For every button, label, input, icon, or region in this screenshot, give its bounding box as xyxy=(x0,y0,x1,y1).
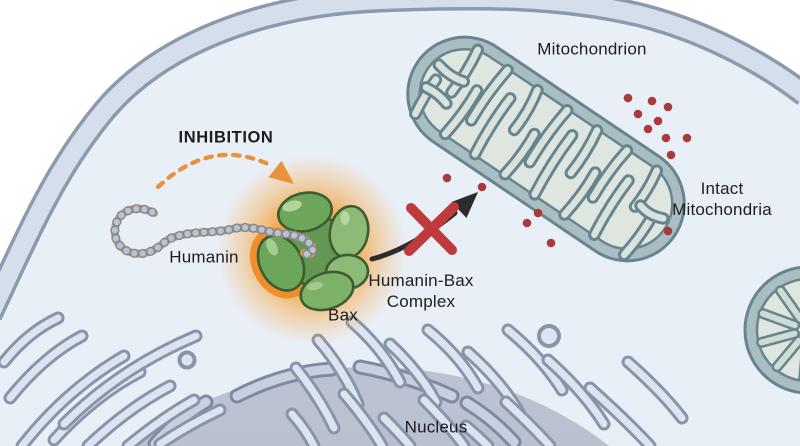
peptide-bead xyxy=(224,225,234,235)
inhibition-arrow-icon xyxy=(155,152,294,190)
peptide-bead xyxy=(123,206,133,216)
peptide-bead xyxy=(129,248,139,258)
peptide-bead xyxy=(147,207,157,217)
peptide-bead xyxy=(256,225,267,235)
peptide-bead xyxy=(248,223,258,233)
molecule-dot xyxy=(546,238,556,248)
peptide-bead xyxy=(159,237,170,248)
peptide-bead xyxy=(182,229,193,239)
peptide-bead xyxy=(110,225,120,235)
extracellular-space xyxy=(0,0,800,294)
label-inhibition: INHIBITION xyxy=(178,128,274,147)
label-nucleus: Nucleus xyxy=(404,417,468,437)
blob-highlight xyxy=(282,200,302,212)
peptide-bead xyxy=(116,210,126,220)
peptide-bead xyxy=(273,228,283,238)
blob-highlight xyxy=(266,238,278,256)
molecule-dot xyxy=(663,226,673,236)
peptide-bead xyxy=(111,233,121,244)
peptide-bead xyxy=(153,242,163,253)
mitochondrion-large xyxy=(406,35,686,263)
peptide-bead xyxy=(115,240,125,251)
cristae xyxy=(409,43,670,262)
er-vesicle xyxy=(537,324,561,348)
molecule-dot xyxy=(533,208,543,218)
molecule-dot xyxy=(522,218,532,228)
molecule-dot xyxy=(442,173,452,183)
peptide-bead xyxy=(191,228,201,238)
molecule-dot xyxy=(663,102,673,112)
peptide-bead xyxy=(281,229,291,239)
mitochondrion-partial xyxy=(743,266,800,394)
peptide-beads xyxy=(110,204,318,259)
molecule-dot xyxy=(633,109,643,119)
molecule-dot xyxy=(666,150,676,160)
blob-highlight xyxy=(307,281,323,291)
label-bax: Bax xyxy=(328,305,358,325)
cell-membrane xyxy=(0,0,800,321)
peptide-bead xyxy=(131,204,141,214)
er-vesicle xyxy=(177,350,197,370)
molecule-dot xyxy=(477,182,487,192)
molecule-dot xyxy=(661,133,671,143)
label-humanin: Humanin xyxy=(169,247,239,267)
molecule-dot xyxy=(643,124,653,134)
x-mark-icon xyxy=(404,202,459,256)
peptide-bead xyxy=(232,223,242,233)
molecule-dot xyxy=(682,133,692,143)
peptide-bead xyxy=(174,230,184,241)
peptide-bead xyxy=(302,249,312,259)
peptide-bead xyxy=(199,227,209,237)
peptide-bead xyxy=(304,238,314,248)
peptide-bead xyxy=(240,222,250,233)
peptide-bead xyxy=(139,204,150,214)
humanin-peptide xyxy=(110,204,318,259)
molecule-dot xyxy=(647,96,657,106)
peptide-bead xyxy=(265,227,275,237)
peptide-bead xyxy=(166,233,177,243)
peptide-bead xyxy=(112,217,122,227)
molecule-dot xyxy=(623,93,633,103)
blob-highlight xyxy=(340,211,350,225)
released-molecule-dots xyxy=(442,93,692,248)
peptide-bead xyxy=(121,246,132,256)
label-intact-mitochondria: Intact Mitochondria xyxy=(672,178,772,219)
molecule-dot xyxy=(653,116,663,126)
label-humanin-bax-complex: Humanin-Bax Complex xyxy=(368,270,474,311)
peptide-bead xyxy=(297,233,307,243)
label-mitochondrion: Mitochondrion xyxy=(537,39,647,59)
peptide-bead xyxy=(145,246,156,257)
peptide-bead xyxy=(289,230,299,240)
peptide-bead xyxy=(215,226,226,236)
peptide-bead xyxy=(137,248,148,259)
endoplasmic-reticulum-left xyxy=(0,311,227,446)
peptide-bead xyxy=(207,227,217,237)
